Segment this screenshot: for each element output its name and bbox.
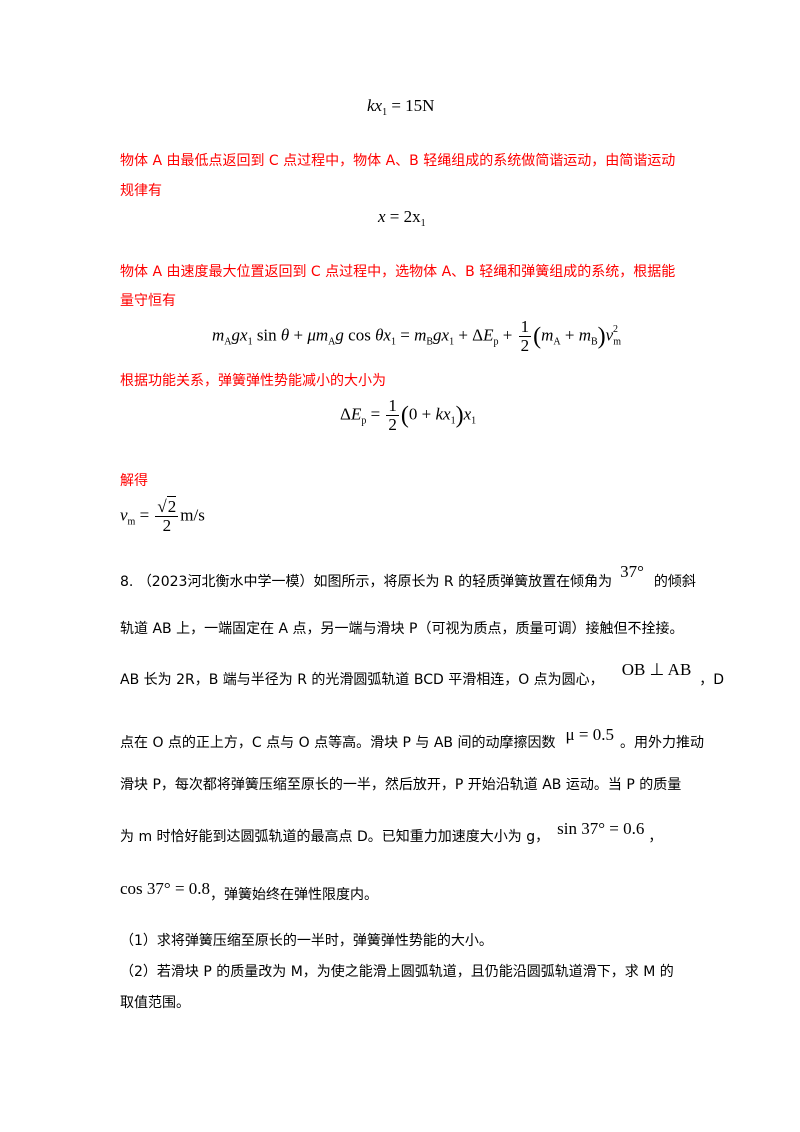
problem-8-line5: 滑块 P，每次都将弹簧压缩至原长的一半，然后放开，P 开始沿轨道 AB 运动。当…	[120, 777, 682, 793]
solve-label: 解得	[120, 473, 148, 489]
question-2-line2: 取值范围。	[120, 995, 190, 1011]
angle-37: 37°	[620, 562, 644, 581]
problem-8-line1: 8. （2023河北衡水中学一模）如图所示，将原长为 R 的轻质弹簧放置在倾角为…	[120, 562, 696, 590]
question-2-line1: （2）若滑块 P 的质量改为 M，为使之能滑上圆弧轨道，且仍能沿圆弧轨道滑下，求…	[120, 964, 674, 980]
sin-37-value: sin 37° = 0.6	[557, 819, 645, 838]
problem-8-line6: 为 m 时恰好能到达圆弧轨道的最高点 D。已知重力加速度大小为 g，sin 37…	[120, 819, 663, 845]
ob-perpendicular-ab: OB ⊥ AB	[621, 660, 692, 679]
para2-line1: 物体 A 由速度最大位置返回到 C 点过程中，选物体 A、B 轻绳和弹簧组成的系…	[120, 264, 676, 280]
equation-kx1: kx1 = 15N	[367, 96, 435, 118]
energy-conservation-equation: mAgx1 sin θ + μmAg cos θx1 = mBgx1 + ΔEp…	[212, 317, 621, 355]
cos-37-value: cos 37° = 0.8	[120, 879, 211, 898]
para3: 根据功能关系，弹簧弹性势能减小的大小为	[120, 373, 386, 389]
problem-8-line3: AB 长为 2R，B 端与半径为 R 的光滑圆弧轨道 BCD 平滑相连，O 点为…	[120, 660, 725, 688]
equation-x-2x1: x = 2x1	[378, 207, 426, 229]
para2-line2: 量守恒有	[120, 293, 176, 309]
para1-line2: 规律有	[120, 183, 162, 199]
question-1: （1）求将弹簧压缩至原长的一半时，弹簧弹性势能的大小。	[120, 933, 493, 949]
friction-coefficient: μ = 0.5	[565, 725, 614, 744]
problem-8-line2: 轨道 AB 上，一端固定在 A 点，另一端与滑块 P（可视为质点，质量可调）接触…	[120, 621, 684, 637]
para1-line1: 物体 A 由最低点返回到 C 点过程中，物体 A、B 轻绳组成的系统做简谐运动，…	[120, 153, 676, 169]
problem-8-line7: cos 37° = 0.8，弹簧始终在弹性限度内。	[120, 879, 379, 903]
